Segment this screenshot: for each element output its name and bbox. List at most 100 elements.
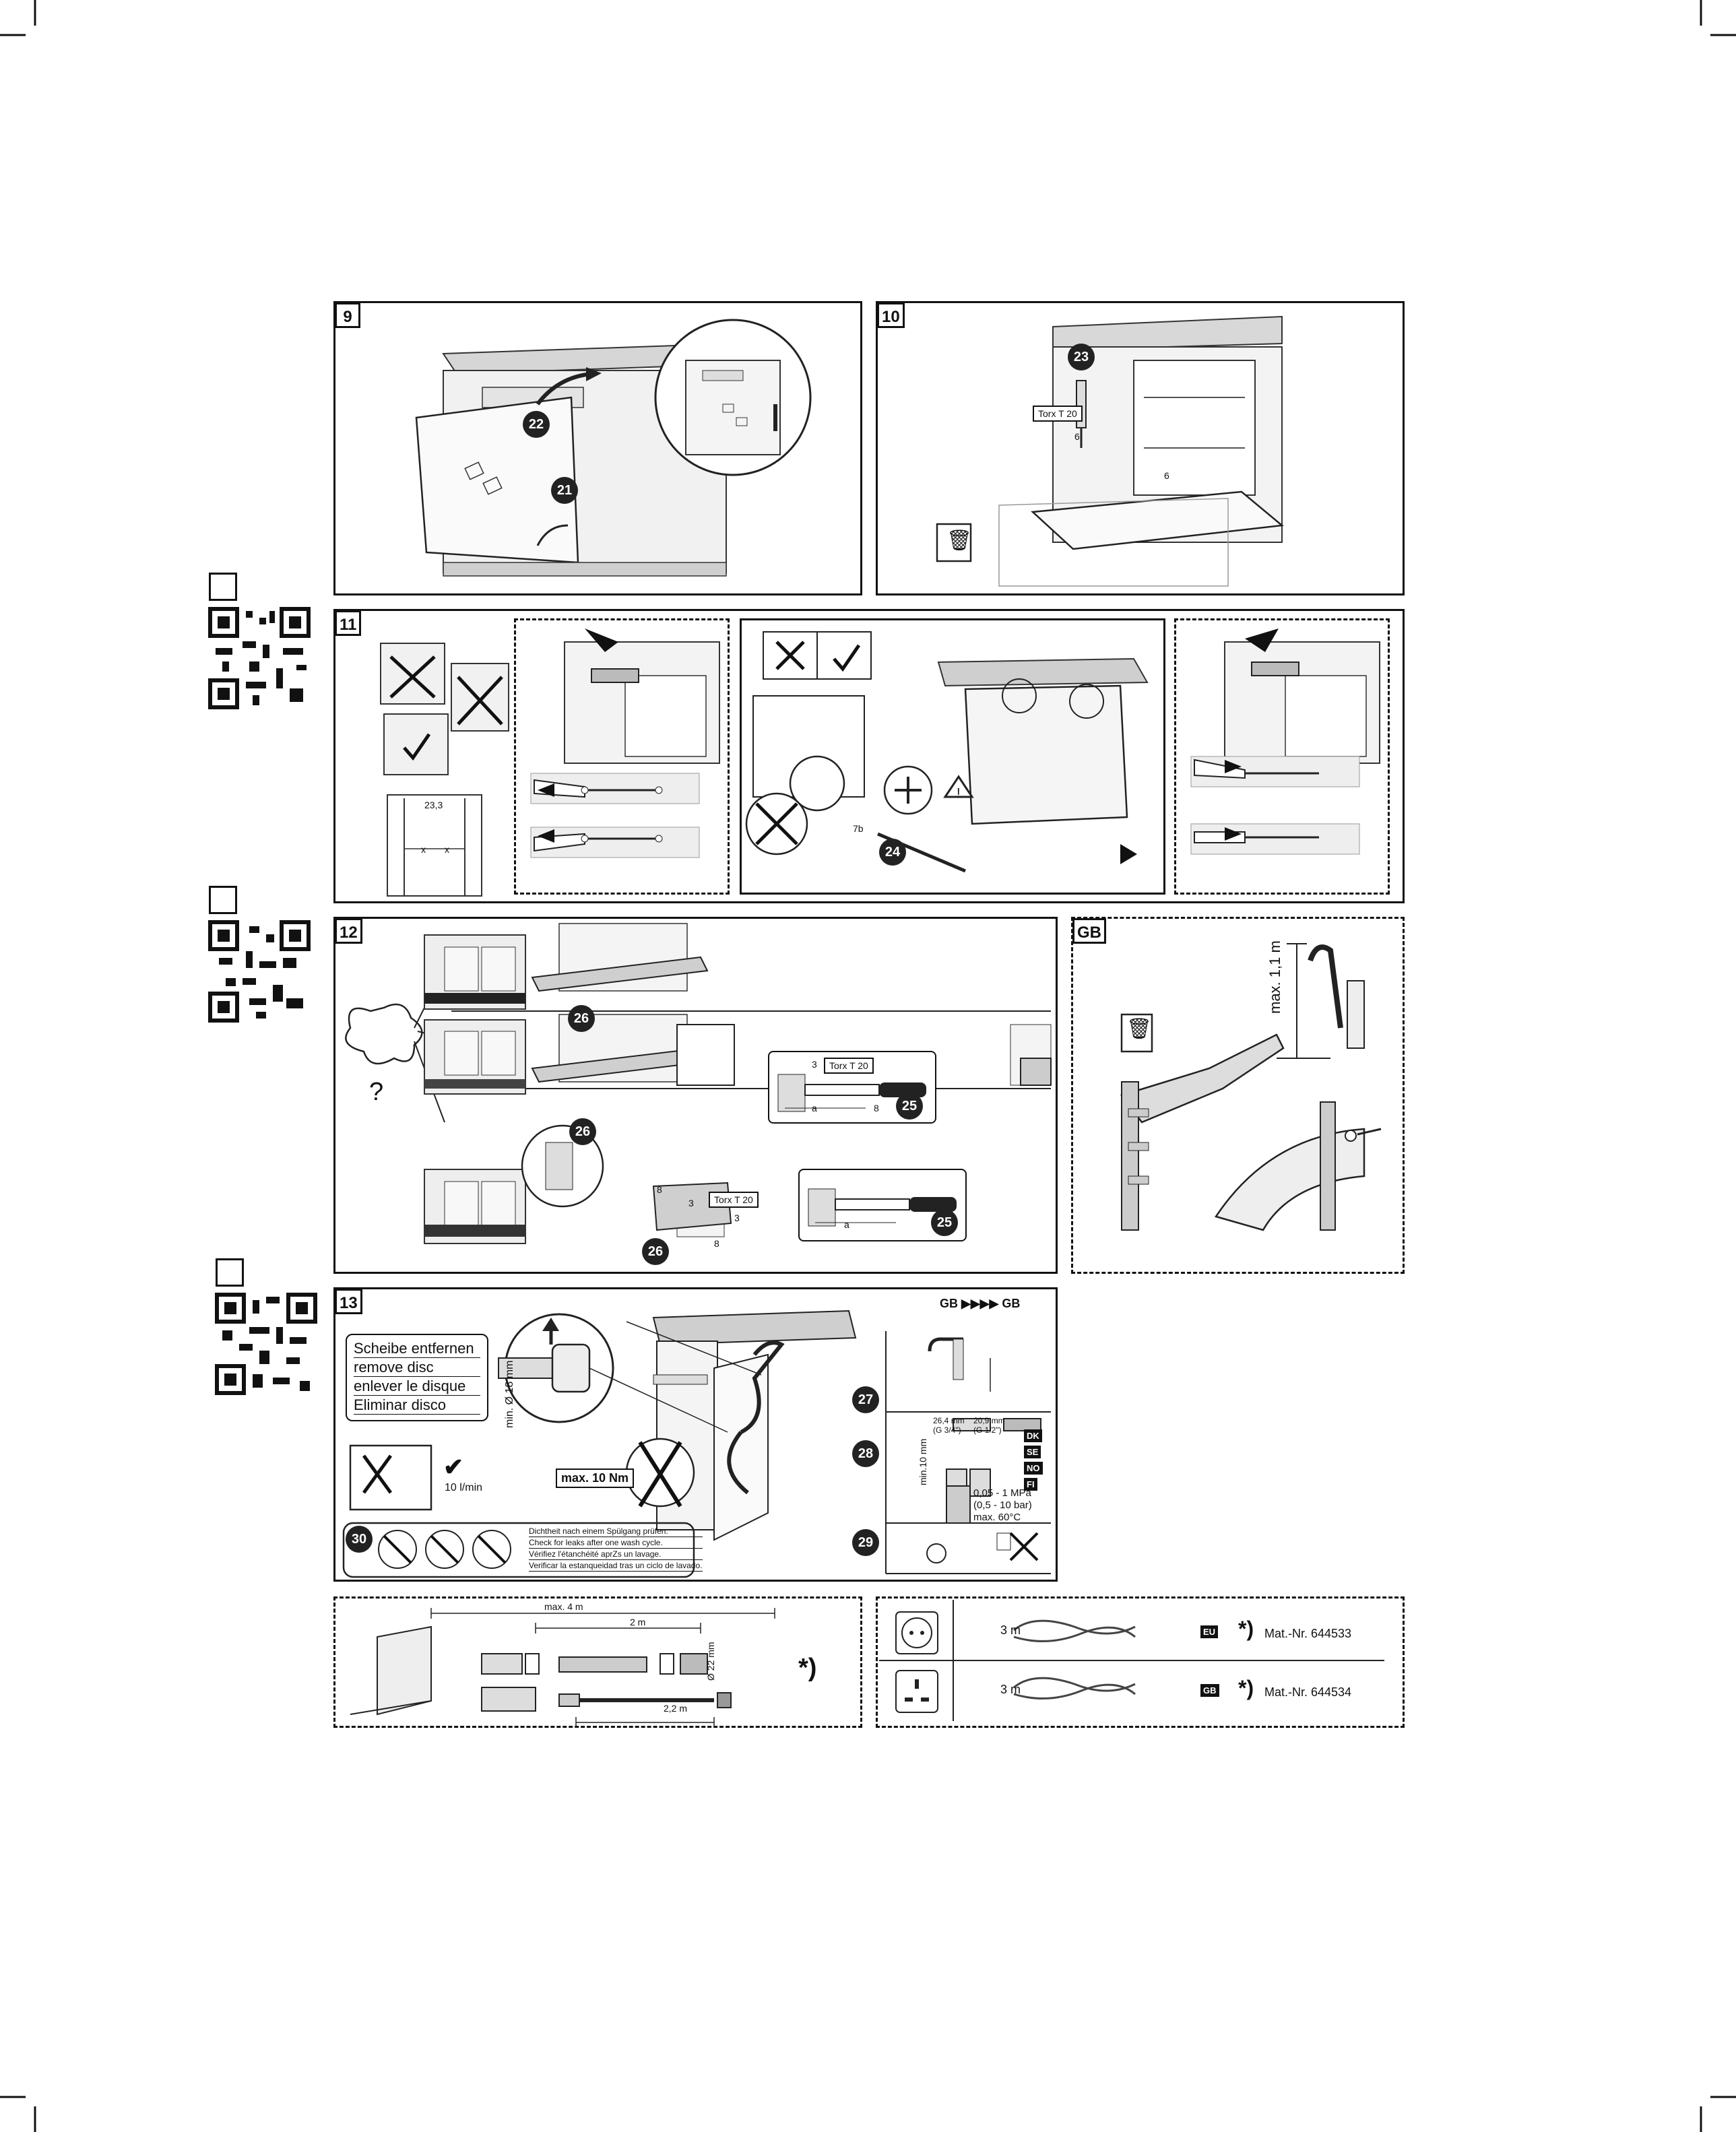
thread-size-1: 26,4 mm <box>933 1416 965 1425</box>
step-11-cabinet-fit-illustration <box>380 643 509 897</box>
hex-6-right: 6 <box>1164 470 1169 481</box>
torx-label-1: Torx T 20 <box>824 1058 874 1074</box>
cable-length-gb: 3 m <box>1000 1683 1021 1696</box>
country-no: NO <box>1024 1462 1043 1475</box>
hose-lengths-illustration <box>350 1608 775 1728</box>
cable-length-eu: 3 m <box>1000 1623 1021 1637</box>
hose-length-2-2m: 2,2 m <box>664 1703 688 1714</box>
step-number: 12 <box>335 918 362 944</box>
hinge-screw-illustration <box>745 631 1149 873</box>
callout-21: 21 <box>551 477 578 504</box>
hex-3-b: 3 <box>688 1198 694 1208</box>
hinge-slide-illustration <box>530 628 720 858</box>
region-eu: EU <box>1200 1625 1219 1638</box>
gb-arrows-label: GB ▶▶▶▶ GB <box>940 1297 1021 1310</box>
callout-30: 30 <box>346 1526 373 1553</box>
qr-box-2 <box>209 886 237 914</box>
hex-8-a: 8 <box>874 1103 879 1113</box>
callout-29: 29 <box>852 1529 879 1556</box>
hex-8-b: 8 <box>657 1184 662 1195</box>
callout-23: 23 <box>1068 344 1095 370</box>
hose-max-length: max. 4 m <box>544 1601 583 1612</box>
step-number: 11 <box>335 610 362 636</box>
dim-a-2: a <box>844 1219 849 1230</box>
qr-box-1 <box>209 573 237 601</box>
inlet-hose-illustration <box>342 1310 1051 1578</box>
cable-table-lines <box>879 1600 1384 1721</box>
callout-26-b: 26 <box>569 1118 596 1145</box>
leak-text-fr: Vérifiez l'étanchéité aprZs un lavage. <box>529 1549 703 1560</box>
power-cable-section <box>876 1596 1405 1728</box>
disc-text-de: Scheibe entfernen <box>354 1339 480 1358</box>
footnote-star-eu: *) <box>1238 1617 1254 1641</box>
thread-size-2b: (G 1/2") <box>973 1425 1002 1435</box>
hinge-slide-right-illustration <box>1190 628 1380 855</box>
step-number: 10 <box>877 302 905 328</box>
disc-text-es: Eliminar disco <box>354 1396 480 1415</box>
dishwasher-door-illustration <box>415 319 812 577</box>
screwdriver-adjust-illustration-2 <box>808 1188 957 1227</box>
hose-length-2m: 2 m <box>630 1617 646 1627</box>
check-mark-icon: ✔ <box>443 1453 464 1481</box>
pressure-bar: (0,5 - 10 bar) <box>973 1499 1032 1511</box>
region-gb: GB <box>1200 1684 1219 1697</box>
trash-bin-icon: 🗑 <box>1126 1018 1153 1040</box>
disc-text-fr: enlever le disque <box>354 1377 480 1396</box>
leak-text-es: Verificar la estanqueidad tras un ciclo … <box>529 1561 703 1572</box>
hex-3-a: 3 <box>812 1059 817 1070</box>
hex-8-c: 8 <box>714 1238 719 1249</box>
min-height-label: min.10 mm <box>918 1438 928 1485</box>
callout-28: 28 <box>852 1440 879 1467</box>
screwdriver-adjust-illustration <box>777 1074 926 1112</box>
callout-26-a: 26 <box>568 1005 595 1032</box>
country-fi: FI <box>1024 1478 1037 1491</box>
dim-top: 23,3 <box>424 800 443 810</box>
qr-code-icon <box>215 1293 317 1395</box>
hex-6-left: 6 <box>1074 431 1080 442</box>
dishwasher-open-illustration <box>936 315 1285 587</box>
torx-label-2: Torx T 20 <box>709 1192 759 1208</box>
leak-check-text: Dichtheit nach einem Spülgang prüfen. Ch… <box>529 1526 703 1572</box>
footnote-star: *) <box>798 1654 817 1682</box>
remove-disc-box: Scheibe entfernen remove disc enlever le… <box>346 1334 488 1421</box>
callout-25-b: 25 <box>931 1209 958 1236</box>
hex-3-c: 3 <box>734 1213 740 1223</box>
thread-size-2: 20,9 mm <box>973 1416 1005 1425</box>
max-temperature: max. 60°C <box>973 1512 1021 1523</box>
disc-text-en: remove disc <box>354 1358 480 1377</box>
callout-22: 22 <box>523 411 550 438</box>
callout-24: 24 <box>879 839 906 866</box>
max-height-label: max. 1,1 m <box>1266 940 1283 1014</box>
material-number-gb: Mat.-Nr. 644534 <box>1264 1685 1352 1699</box>
torque-label: max. 10 Nm <box>556 1468 635 1488</box>
qr-box-3 <box>216 1258 244 1287</box>
step-number: 9 <box>335 302 360 328</box>
qr-code-icon <box>208 607 311 709</box>
min-diameter-label: min. Ø 18 mm <box>504 1360 515 1428</box>
step-number: 13 <box>335 1289 362 1314</box>
footnote-star-gb: *) <box>1238 1676 1254 1700</box>
leak-text-en: Check for leaks after one wash cycle. <box>529 1537 703 1549</box>
trash-bin-icon: 🗑 <box>946 529 973 552</box>
flow-rate-label: 10 l/min <box>445 1482 483 1493</box>
section-label-gb: GB <box>1072 918 1106 944</box>
torx-label: Torx T 20 <box>1033 406 1083 422</box>
dim-x-right: x <box>445 844 449 855</box>
dim-a-1: a <box>812 1103 817 1113</box>
warning-triangle-icon: ! <box>957 786 961 801</box>
gb-drain-illustration <box>1120 943 1382 1231</box>
thread-size-1b: (G 3/4") <box>933 1425 961 1435</box>
country-dk: DK <box>1024 1429 1042 1442</box>
hose-diameter: Ø 22 mm <box>705 1642 716 1681</box>
material-number-eu: Mat.-Nr. 644533 <box>1264 1627 1352 1640</box>
hex-7b: 7b <box>853 823 864 834</box>
step-10-panel: 10 23 Torx T 20 6 6 🗑 <box>876 301 1405 595</box>
qr-code-icon <box>208 920 311 1023</box>
question-mark: ? <box>369 1078 384 1106</box>
leak-text-de: Dichtheit nach einem Spülgang prüfen. <box>529 1526 703 1537</box>
country-se: SE <box>1024 1446 1041 1458</box>
pressure-range: 0,05 - 1 MPa <box>973 1487 1031 1499</box>
step-9-panel: 9 22 21 <box>333 301 862 595</box>
callout-25-a: 25 <box>896 1093 923 1120</box>
